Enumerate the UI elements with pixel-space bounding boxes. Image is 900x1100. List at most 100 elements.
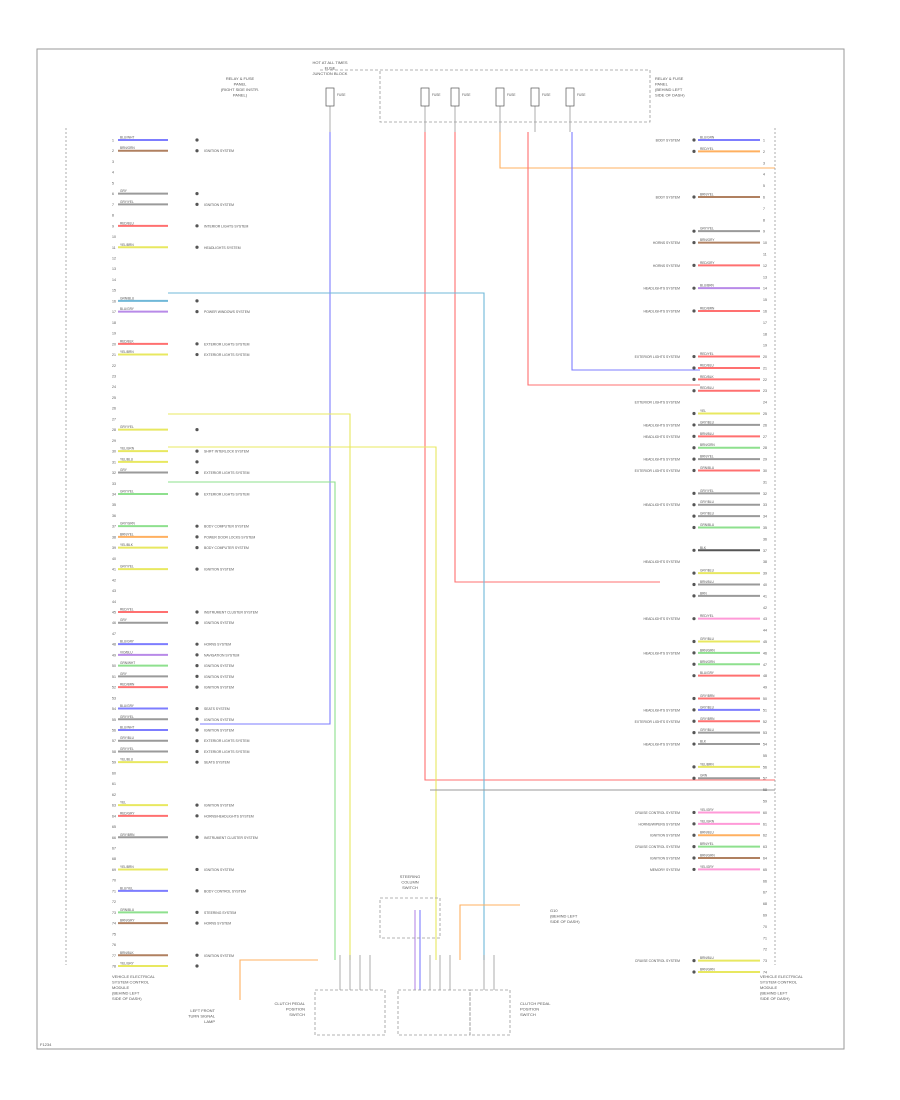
connector-dot xyxy=(195,921,199,925)
pin-number: 25 xyxy=(763,412,767,416)
pin-number: 6 xyxy=(763,195,765,199)
connector-dot xyxy=(195,342,199,346)
pin-number: 10 xyxy=(112,235,116,239)
wire-color-label: BRN/YEL xyxy=(700,842,714,846)
fuse-symbol xyxy=(495,87,505,107)
system-reference: HEADLIGHTS SYSTEM xyxy=(643,708,680,712)
pin-number: 11 xyxy=(763,252,767,256)
pin-number: 7 xyxy=(763,207,765,211)
wire-color-label: BRN xyxy=(700,591,707,595)
top-right-label: RELAY & FUSE xyxy=(655,76,684,81)
pin-number: 74 xyxy=(112,922,116,926)
system-reference: IGNITION SYSTEM xyxy=(204,868,234,872)
wire-color-label: GRY xyxy=(120,618,128,622)
right-pin-row: 55 xyxy=(763,754,767,758)
right-pin-row: 11 xyxy=(763,252,767,256)
wire-red-main xyxy=(424,132,775,781)
left-pin-row: 76 xyxy=(112,943,116,947)
system-reference: IGNITION SYSTEM xyxy=(204,718,234,722)
connector-dot xyxy=(692,366,696,370)
pin-number: 76 xyxy=(112,943,116,947)
left-pin-row: 70 xyxy=(112,879,116,883)
wire-color-label: BRN/GRN xyxy=(120,146,135,150)
wire-color-label: GRY/BLU xyxy=(120,736,135,740)
right-switch-label: SWITCH xyxy=(520,1012,536,1017)
system-reference: INSTRUMENT CLUSTER SYSTEM xyxy=(204,836,258,840)
pin-number: 55 xyxy=(763,754,767,758)
wire-color-label: GRY/YEL xyxy=(700,489,714,493)
wire-color-label: GRY/YEL xyxy=(120,747,134,751)
system-reference: HEADLIGHTS SYSTEM xyxy=(643,423,680,427)
pin-number: 59 xyxy=(112,761,116,765)
pin-number: 62 xyxy=(112,793,116,797)
wire-color-label: RED/GRY xyxy=(120,811,135,815)
system-reference: EXTERIOR LIGHTS SYSTEM xyxy=(204,493,250,497)
connector-dot xyxy=(692,468,696,473)
pin-number: 42 xyxy=(763,606,767,610)
wire-color-label: BRN/YEL xyxy=(120,532,134,536)
right-pin-row: 3 xyxy=(763,161,765,165)
connector-dot xyxy=(195,803,199,807)
wire-color-label: RED/BLU xyxy=(700,386,715,390)
pin-number: 48 xyxy=(112,643,116,647)
pin-number: 64 xyxy=(763,857,767,861)
wire-color-label: YEL/BRN xyxy=(120,865,134,869)
connector-dot xyxy=(195,642,199,646)
pin-number: 43 xyxy=(112,589,116,593)
pin-number: 36 xyxy=(112,514,116,518)
wire-yellow-short xyxy=(168,446,437,960)
wire-color-label: GRN xyxy=(700,774,708,778)
pin-number: 30 xyxy=(112,450,116,454)
pin-number: 68 xyxy=(112,857,116,861)
pin-number: 71 xyxy=(112,889,116,893)
left-module-label: SIDE OF DASH) xyxy=(112,996,142,1001)
top-left-label: (RIGHT SIDE INSTR. xyxy=(221,87,259,92)
pin-number: 43 xyxy=(763,617,767,621)
pin-number: 32 xyxy=(112,471,116,475)
system-reference: HORNS/HEADLIGHTS SYSTEM xyxy=(204,814,254,818)
wire-color-label: YEL/GRY xyxy=(700,865,715,869)
pin-number: 35 xyxy=(763,526,767,530)
connector-dot xyxy=(692,525,696,530)
wire-color-label: YEL xyxy=(120,801,126,805)
wire-color-label: BLU/GRY xyxy=(120,640,135,644)
pin-number: 65 xyxy=(763,868,767,872)
pin-number: 58 xyxy=(763,788,767,792)
wire-color-label: BRN/BLU xyxy=(700,956,715,960)
left-switch-label: POSITION xyxy=(286,1007,305,1012)
system-reference: HEADLIGHTS SYSTEM xyxy=(643,458,680,462)
wire-color-label: YEL/GRY xyxy=(700,808,715,812)
connector-dot xyxy=(692,810,696,815)
steering-switch-label: SWITCH xyxy=(402,885,418,890)
left-pin-row: 53 xyxy=(112,696,116,700)
system-reference: SEATS SYSTEM xyxy=(204,761,230,765)
system-reference: IGNITION SYSTEM xyxy=(204,568,234,572)
connector-dot xyxy=(692,582,696,587)
wire-color-label: GRY/BLU xyxy=(700,705,715,709)
connector-dot xyxy=(692,446,696,450)
top-left-label: RELAY & FUSE xyxy=(226,76,255,81)
pin-number: 62 xyxy=(763,834,767,838)
left-pin-row: 61 xyxy=(112,782,116,786)
pin-number: 59 xyxy=(763,800,767,804)
fuse-label: FUSE xyxy=(507,93,516,97)
wire-color-label: RED/BLU xyxy=(700,363,715,367)
pin-number: 60 xyxy=(763,811,767,815)
connector-dot xyxy=(195,535,199,539)
right-switch-outline xyxy=(469,989,511,1036)
connector-dot xyxy=(692,457,696,461)
wire-color-label: BRN/GRY xyxy=(700,238,715,242)
system-reference: IGNITION SYSTEM xyxy=(204,149,234,153)
system-reference: EXTERIOR LIGHTS SYSTEM xyxy=(204,471,250,475)
right-pin-row: 58 xyxy=(763,788,767,792)
wire-color-label: GRY/YEL xyxy=(120,565,134,569)
left-pin-row: 5 xyxy=(112,181,114,185)
